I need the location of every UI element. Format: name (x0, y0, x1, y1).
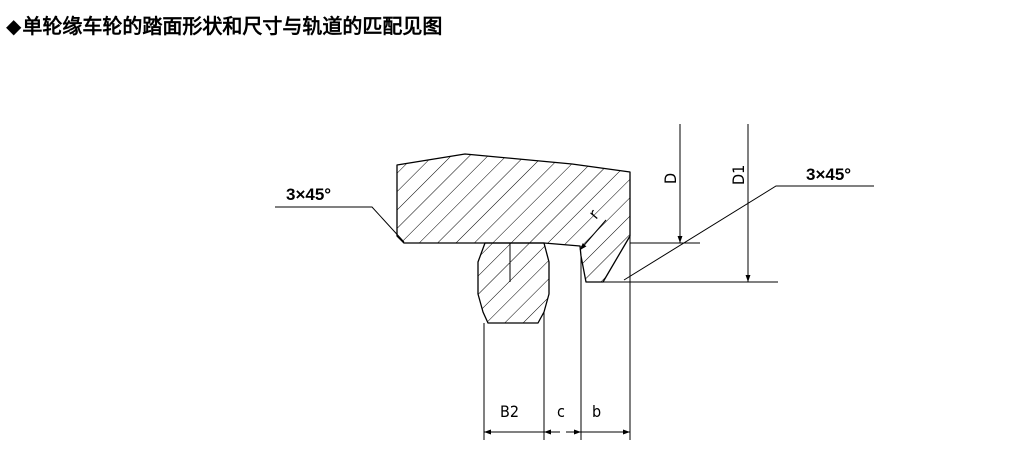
dim-D-label: D (661, 173, 680, 184)
chamfer-left-label: 3×45° (286, 185, 331, 204)
chamfer-right-label: 3×45° (806, 165, 851, 184)
dim-b-label: b (592, 402, 601, 421)
wheel-section (396, 153, 631, 283)
chamfer-right-leader (623, 185, 874, 281)
dim-c-label: c (557, 402, 565, 421)
radius-leader (579, 219, 607, 251)
page-title: ◆单轮缘车轮的踏面形状和尺寸与轨道的匹配见图 (6, 14, 442, 38)
chamfer-left-leader (275, 206, 405, 243)
dim-D1-label: D1 (729, 165, 748, 185)
dim-B2-label: B2 (500, 402, 519, 421)
rail-section (477, 242, 550, 324)
diamond-bullet-icon: ◆ (6, 14, 22, 38)
page-title-text: 单轮缘车轮的踏面形状和尺寸与轨道的匹配见图 (22, 14, 443, 38)
